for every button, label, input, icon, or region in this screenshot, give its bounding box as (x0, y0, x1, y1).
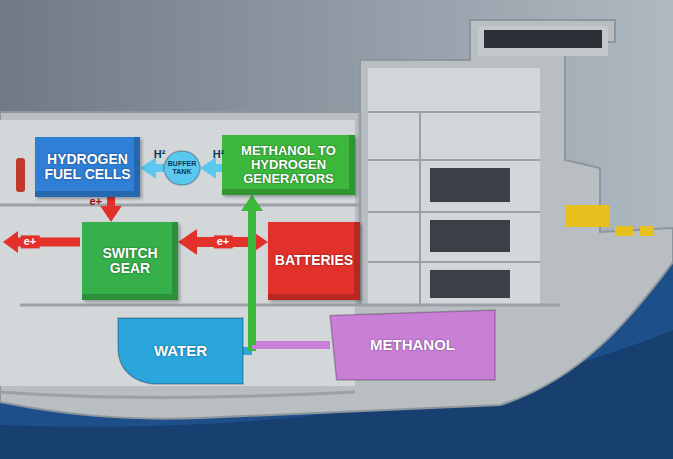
edge-label: e+ (89, 195, 102, 208)
arrowhead (241, 195, 263, 211)
arrowhead (178, 229, 197, 255)
text-wrap: METHANOL TO HYDROGEN GENERATORS (228, 144, 349, 187)
node-shape (330, 310, 495, 380)
text-wrap: BUFFER TANK (167, 160, 197, 175)
deck-line (368, 159, 540, 161)
node-label: BUFFER TANK (167, 160, 197, 175)
connector-line (248, 210, 256, 345)
arrowhead (241, 195, 263, 211)
node-label: METHANOL TO HYDROGEN GENERATORS (228, 144, 349, 187)
node-label: BATTERIES (274, 253, 354, 268)
node-label: METHANOL (338, 337, 487, 354)
node-label: SWITCH GEAR (88, 246, 172, 277)
text-wrap: HYDROGEN FUEL CELLS (41, 152, 134, 183)
edge-label: e+ (214, 235, 233, 248)
power-out-line (16, 238, 80, 247)
text-wrap: WATER (126, 343, 235, 360)
bridge-windows (484, 30, 602, 48)
node-shape (164, 151, 200, 185)
edge-label: H² (154, 148, 166, 161)
text-wrap: BATTERIES (274, 253, 354, 268)
battery-box: BATTERIES (268, 222, 360, 300)
window (430, 220, 510, 252)
connector (100, 197, 122, 222)
deck-line (20, 304, 560, 307)
power-out-arrowhead (3, 231, 18, 253)
node-shape (118, 318, 243, 384)
connector (241, 195, 263, 351)
text-wrap: SWITCH GEAR (88, 246, 172, 277)
connector-line (107, 197, 115, 207)
hull (0, 20, 673, 419)
power-label: e+ (21, 235, 40, 248)
connector-line (215, 164, 222, 172)
generator-box: METHANOL TO HYDROGEN GENERATORS (222, 135, 355, 195)
text-wrap: METHANOL (338, 337, 487, 354)
methanol-tank: METHANOL (330, 310, 495, 380)
buffer-tank: BUFFER TANK (164, 151, 200, 185)
fuel-cell-box: HYDROGEN FUEL CELLS (35, 137, 140, 197)
node-label: HYDROGEN FUEL CELLS (41, 152, 134, 183)
hull-section (0, 120, 355, 386)
connector-line (155, 164, 164, 172)
double-bottom (0, 392, 355, 397)
connector (200, 157, 222, 179)
bulkhead-line (419, 112, 421, 305)
bollard (640, 226, 654, 236)
connector (140, 157, 164, 179)
deck-line (368, 211, 540, 213)
winch (565, 205, 610, 227)
window (430, 270, 510, 298)
deck-line (368, 261, 540, 263)
arrowhead (100, 206, 122, 222)
bollard (615, 226, 633, 236)
superstructure-section (368, 68, 540, 305)
arrowhead (200, 157, 216, 179)
water-tank: WATER (118, 318, 243, 384)
node-label: WATER (126, 343, 235, 360)
bridge (478, 26, 608, 56)
connector-line (252, 341, 330, 349)
deck-line (368, 111, 540, 113)
connector-line (248, 210, 256, 351)
window (430, 168, 510, 202)
extinguisher (16, 158, 25, 192)
connector-line (196, 237, 250, 247)
deck-line (0, 204, 360, 207)
switch-gear-box: SWITCH GEAR (82, 222, 178, 300)
arrowhead (140, 157, 156, 179)
